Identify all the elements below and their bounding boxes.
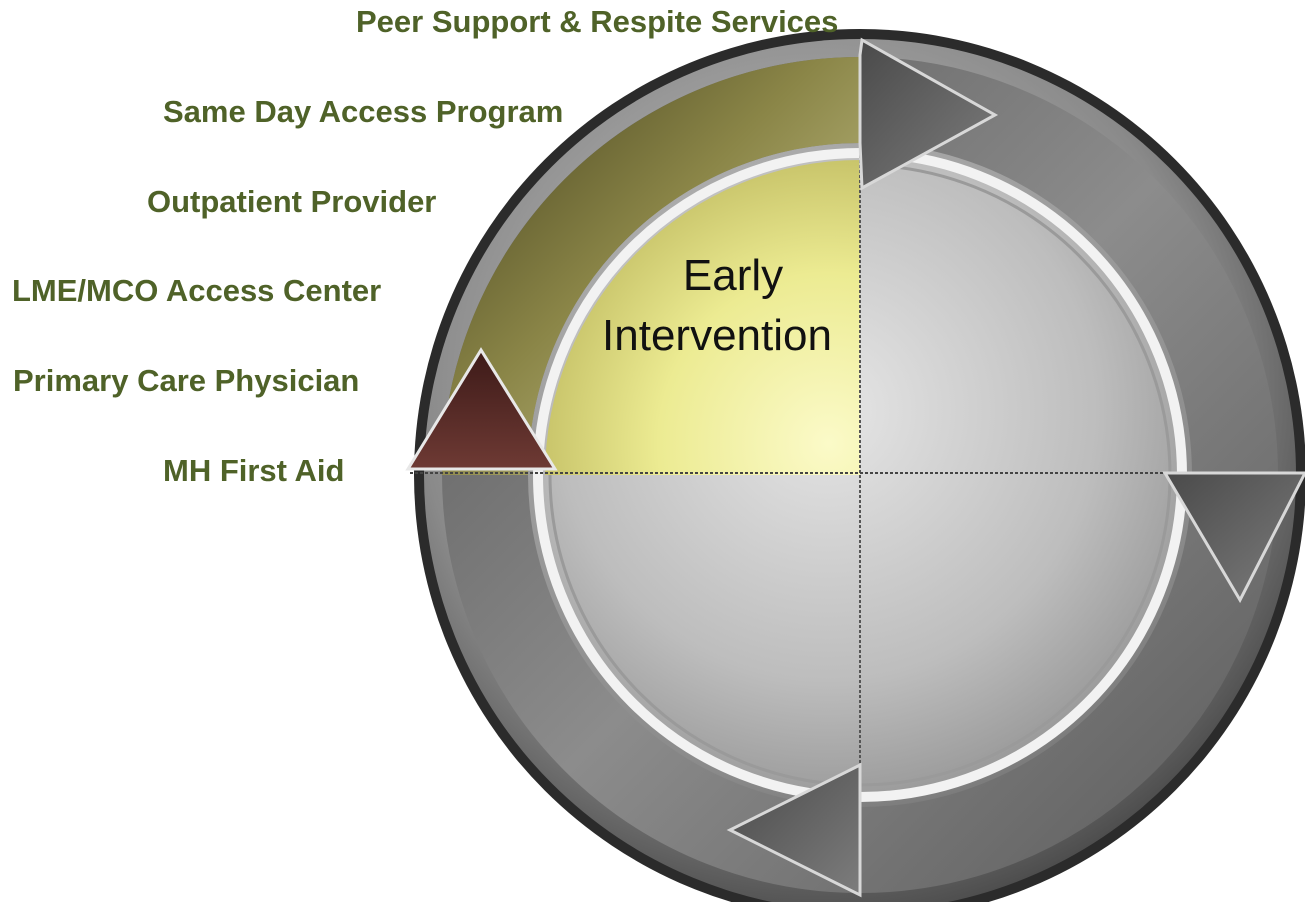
label-lme-mco-access-center: LME/MCO Access Center [12, 273, 382, 308]
top-arrow [858, 37, 999, 191]
bottom-arrow [726, 762, 862, 898]
early-intervention-quadrant [545, 160, 860, 475]
label-primary-care-physician: Primary Care Physician [13, 363, 360, 398]
start-arrow [405, 347, 558, 471]
right-arrow [1162, 471, 1305, 604]
label-peer-support: Peer Support & Respite Services [356, 4, 839, 39]
label-same-day-access: Same Day Access Program [163, 94, 564, 129]
label-mh-first-aid: MH First Aid [163, 453, 345, 488]
label-outpatient-provider: Outpatient Provider [147, 184, 437, 219]
quadrant-title-line1: Early [683, 251, 783, 300]
quadrant-title-line2: Intervention [602, 311, 832, 360]
